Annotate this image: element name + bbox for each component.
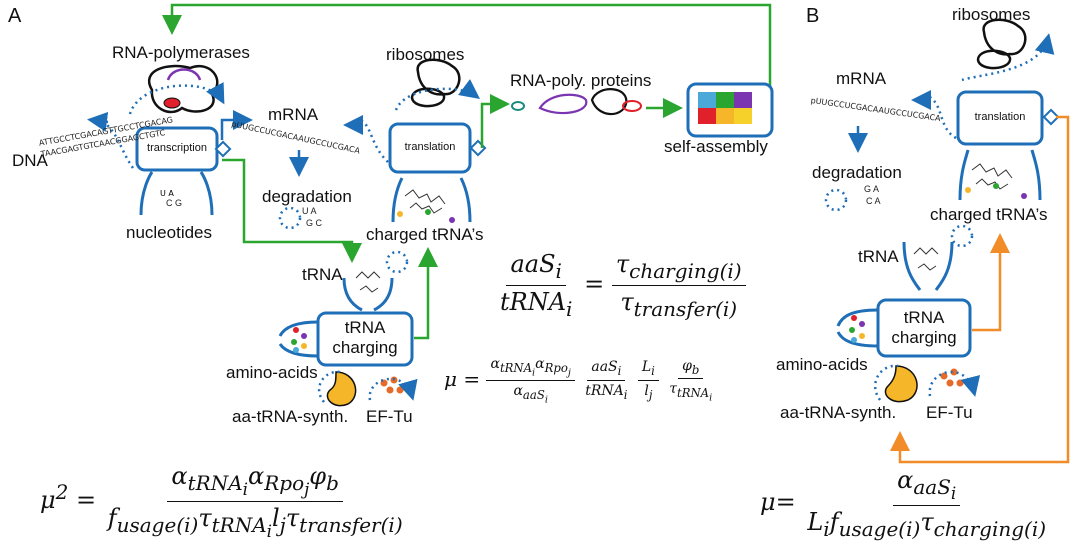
amino-acids-label-b: amino-acids xyxy=(776,355,868,374)
svg-text:G C: G C xyxy=(306,218,323,228)
translation-label-b: translation xyxy=(974,111,1026,123)
degradation-label-b: degradation xyxy=(812,163,902,182)
rna-poly-proteins-label: RNA-poly. proteins xyxy=(510,71,652,90)
rna-polymerases-label: RNA-polymerases xyxy=(112,43,250,62)
aa-trna-synth-icon-a xyxy=(326,371,357,407)
ribosome-icon-b xyxy=(976,18,1027,70)
panel-label-b: B xyxy=(806,5,820,27)
aa-trna-synth-label-b: aa-tRNA-synth. xyxy=(780,403,897,422)
self-assembly-label: self-assembly xyxy=(664,137,768,156)
ef-tu-label-b: EF-Tu xyxy=(926,403,973,422)
aa-trna-synth-label-a: aa-tRNA-synth. xyxy=(232,407,349,426)
transcription-label: transcription xyxy=(147,142,207,154)
trna-charging-line1-a: tRNA xyxy=(344,318,386,337)
amino-acids-label-a: amino-acids xyxy=(226,363,318,382)
svg-text:U A: U A xyxy=(302,206,317,216)
translation-box-b xyxy=(956,90,1044,146)
rna-polymerase-icon xyxy=(148,64,219,114)
charged-trnas-label-a: charged tRNA’s xyxy=(366,225,484,244)
rna-poly-proteins-icon xyxy=(511,88,642,116)
svg-text:C A: C A xyxy=(866,196,881,206)
trna-charging-box-b xyxy=(876,298,972,358)
trna-charging-label-a: tRNA charging xyxy=(318,318,412,357)
orange-arrow-charging xyxy=(972,233,1010,332)
ribosomes-label-a: ribosomes xyxy=(386,45,465,64)
charged-trna-molecules-a xyxy=(404,189,446,214)
svg-text:G A: G A xyxy=(864,184,879,194)
trna-charging-line2-a: charging xyxy=(332,337,398,357)
degradation-label-a: degradation xyxy=(262,187,352,206)
dna-label: DNA xyxy=(12,151,48,170)
translation-label-a: translation xyxy=(404,141,456,153)
feedback-arrow xyxy=(162,3,772,108)
nucleotide-letters-a: U A xyxy=(160,189,174,198)
charged-trnas-label-b: charged tRNA’s xyxy=(930,205,1048,224)
aa-trna-synth-icon-b xyxy=(884,365,918,403)
trna-charging-label-b: tRNA charging xyxy=(878,308,970,347)
trna-charging-line2-b: charging xyxy=(891,327,957,347)
orange-arrow-feedback xyxy=(890,115,1070,464)
trna-charging-box-a xyxy=(316,311,414,367)
ef-tu-label-a: EF-Tu xyxy=(366,407,413,426)
nucleotides-label: nucleotides xyxy=(126,223,213,242)
ribosomes-label-b: ribosomes xyxy=(952,5,1031,24)
mrna-label-b: mRNA xyxy=(836,69,887,88)
trna-label-a: tRNA xyxy=(302,265,343,284)
panel-label-a: A xyxy=(8,5,22,27)
trna-label-b: tRNA xyxy=(858,247,899,266)
svg-text:C G: C G xyxy=(166,198,182,208)
ribosome-icon-a xyxy=(410,58,461,108)
trna-charging-line1-b: tRNA xyxy=(903,308,945,327)
mrna-label-a: mRNA xyxy=(268,105,319,124)
